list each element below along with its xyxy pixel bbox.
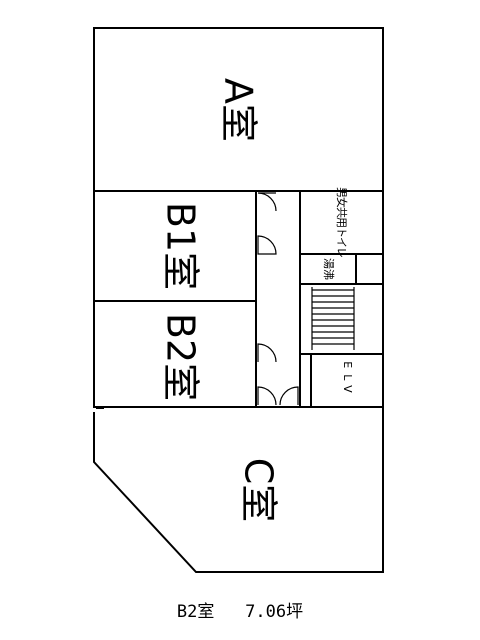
kitchen-label: 湯沸	[322, 258, 335, 280]
corridor	[255, 190, 301, 408]
floor-plan: A室 B1室 B2室 C室 男女共用トイレ 湯沸 ELV	[93, 27, 384, 573]
area-caption: B2室 7.06坪	[0, 597, 480, 622]
door-swings	[257, 192, 299, 406]
kitchen-side	[355, 253, 384, 285]
caption-area: 7.06坪	[245, 602, 304, 622]
caption-room: B2室	[176, 602, 215, 622]
elevator-label: ELV	[341, 361, 354, 398]
stairs	[311, 287, 355, 350]
room-c-label: C室	[237, 458, 281, 523]
room-b2-label: B2室	[159, 313, 203, 401]
elevator-room[interactable]	[310, 353, 384, 408]
room-b1-label: B1室	[159, 202, 203, 290]
room-a-label: A室	[217, 78, 261, 142]
toilet-label: 男女共用トイレ	[335, 187, 349, 257]
